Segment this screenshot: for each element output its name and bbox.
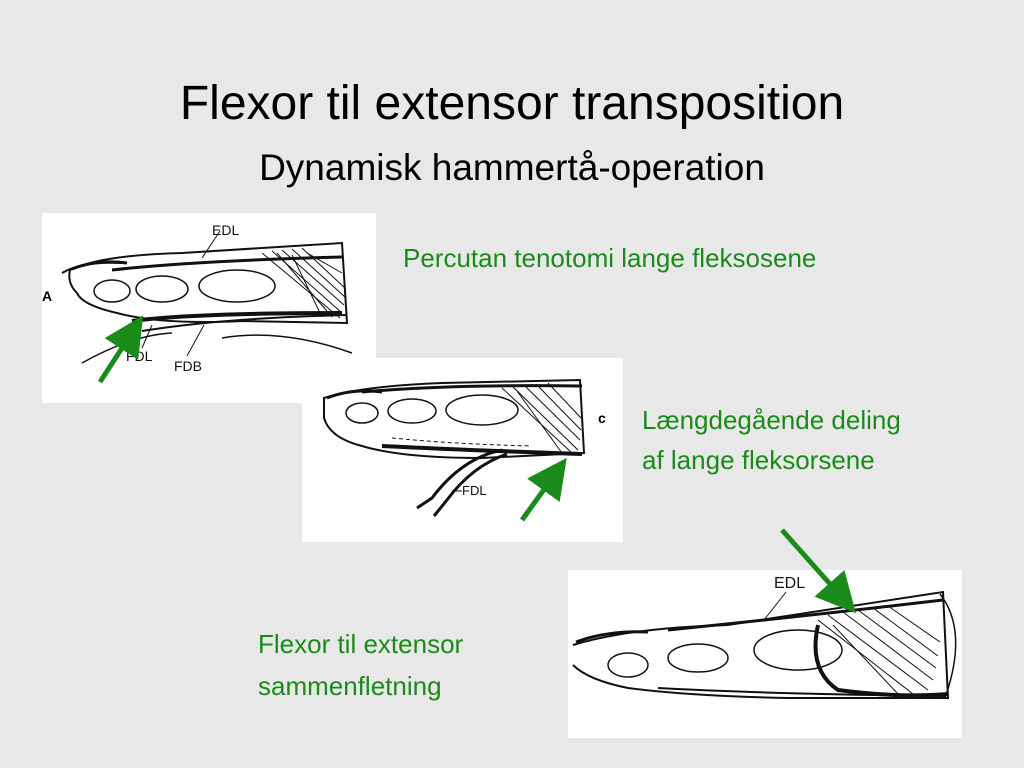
illustration-longitudinal-split: FDL: [302, 358, 623, 542]
panel-letter-c: c: [598, 410, 606, 426]
panel-letter-a: A: [42, 288, 53, 304]
caption-step-2-line-2: af lange fleksorsene: [642, 445, 875, 475]
slide-title: Flexor til extensor transposition: [179, 77, 845, 130]
label-edl-e: EDL: [774, 575, 805, 592]
slide-subtitle: Dynamisk hammertå-operation: [259, 147, 765, 188]
label-fdb: FDB: [174, 358, 202, 374]
label-fdl: FDL: [126, 348, 153, 364]
illustration-tenotomy: EDL FDL FDB: [42, 213, 376, 403]
caption-step-1: Percutan tenotomi lange fleksosene: [403, 243, 817, 273]
caption-step-3-line-1: Flexor til extensor: [258, 629, 464, 659]
label-fdl-c: FDL: [462, 483, 487, 498]
caption-step-2-line-1: Længdegående deling: [642, 405, 901, 435]
caption-step-3-line-2: sammenfletning: [258, 671, 442, 701]
illustration-transfer-weave: EDL: [568, 570, 962, 738]
label-edl: EDL: [212, 222, 239, 238]
